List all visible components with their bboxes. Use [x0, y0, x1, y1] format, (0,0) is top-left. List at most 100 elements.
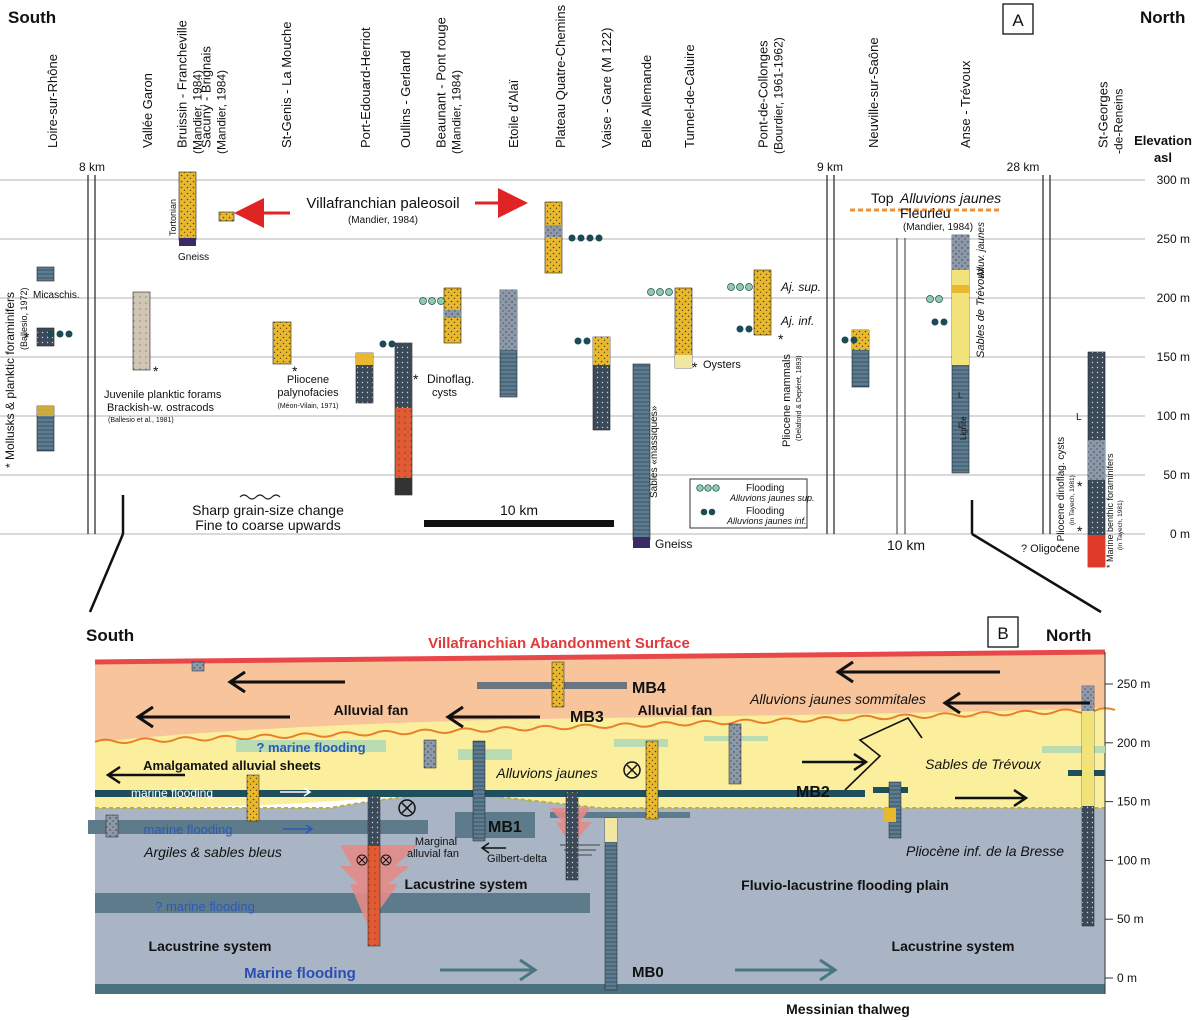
top-aj-label-a: Top [871, 190, 894, 206]
juvenile-label: Juvenile planktic forams [104, 389, 222, 401]
locality-pont-collonges-ref: (Bourdier, 1961-1962) [772, 37, 786, 154]
legend-flood-sup-icon [696, 484, 704, 492]
logb-6 [472, 740, 486, 842]
flood-dot-icon [65, 330, 73, 338]
locality-vallee-garon: Vallée Garon [140, 73, 155, 148]
aj-sup-label: Aj. sup. [780, 280, 821, 294]
gap-8km-label: 8 km [79, 160, 105, 174]
marginal-label-2: alluvial fan [407, 848, 459, 860]
alluvial-fan-label-2: Alluvial fan [638, 702, 713, 718]
marine-flooding-label-1: marine flooding [131, 786, 213, 800]
gilbert-label: Gilbert-delta [487, 853, 548, 865]
gap-28km-label: 28 km [1007, 160, 1040, 174]
log-etoile-alai-top [500, 290, 517, 350]
arrow-right-teal-icon [735, 958, 838, 982]
marginal-label-1: Marginal [415, 836, 457, 848]
marine-benthic-label: * Marine benthic foraminifers [1105, 453, 1115, 568]
logb-2 [551, 661, 565, 708]
flood-dot-icon [727, 283, 735, 291]
logb-8 [604, 817, 618, 991]
logb-7 [565, 791, 579, 881]
flood-dot-icon [736, 325, 744, 333]
gneiss2-label: Gneiss [655, 537, 692, 551]
paleosoil-ref: (Mandier, 1984) [348, 215, 418, 226]
arrow-right-icon [802, 752, 869, 772]
asterisk-icon: * [153, 363, 159, 379]
panel-a-north: North [1140, 8, 1185, 27]
logb-11 [105, 814, 119, 838]
arrow-left-icon [105, 765, 185, 785]
flood-dot-icon [583, 337, 591, 345]
gap-9km: 9 km [817, 160, 843, 534]
messinian-label: Messinian thalweg [786, 1001, 910, 1017]
flood-dot-icon [47, 330, 55, 338]
flood-dot-icon [379, 340, 387, 348]
locality-st-genis: St-Genis - La Mouche [279, 22, 294, 148]
marine-flooding-label-2: marine flooding [144, 822, 233, 837]
aj-sommitales-label: Alluvions jaunes sommitales [749, 691, 926, 707]
abandonment-surface-title: Villafranchian Abandonment Surface [428, 635, 690, 652]
arrow-left-icon [942, 691, 1090, 715]
flow-arrows [105, 660, 1090, 854]
locality-vaise: Vaise - Gare (M 122) [599, 28, 614, 148]
gilbert-delta-hatch [560, 844, 600, 856]
log-pont-collonges [753, 269, 772, 336]
asterisk-icon: * [1077, 523, 1083, 539]
l-label-1: L [958, 391, 963, 400]
flood-dot-icon [574, 337, 582, 345]
q-marine-bar-1 [236, 740, 386, 752]
argiles-label: Argiles & sables bleus [143, 844, 282, 860]
dinoflag-label-b: cysts [432, 387, 458, 399]
flood-dot-icon [568, 234, 576, 242]
arrow-left-icon [835, 660, 1000, 684]
alluvions-jaunes-label: Alluvions jaunes [495, 765, 597, 781]
logb-8-top [605, 818, 617, 842]
logb-10 [728, 723, 742, 785]
legend-flood-sup-1: Flooding [746, 483, 784, 494]
tayech2-label: (in Tayech, 1981) [1117, 500, 1124, 550]
flood-dot-icon [595, 234, 603, 242]
legend-flood-inf-icon [708, 508, 716, 516]
logb-12b [884, 808, 896, 822]
connector-north [971, 532, 1102, 614]
asterisk-icon: * [692, 359, 698, 375]
log-anse-top [952, 235, 969, 270]
panel-a-letter-box [1002, 3, 1034, 35]
panel-b-north: North [1046, 626, 1091, 645]
log-neuville-top [852, 330, 869, 350]
log-st-georges-base [1088, 535, 1105, 567]
log-vallee-garon [132, 291, 151, 371]
mb0-label: MB0 [632, 964, 664, 981]
sharp-label-2: Fine to coarse upwards [195, 517, 341, 533]
mb1-bar-2 [550, 812, 690, 818]
locality-st-georges-ref: -de-Reneins [1112, 89, 1126, 154]
log-port-edouard-top [356, 353, 373, 365]
abandonment-surface-line [94, 649, 1106, 665]
elevation-title-2: asl [1154, 150, 1172, 165]
panel-a-letter: A [1012, 11, 1024, 30]
logb-4-top [368, 796, 380, 846]
logb-1 [191, 661, 205, 672]
log-oullins-top [395, 343, 412, 408]
flood-dot-icon [647, 288, 655, 296]
arrow-right-icon [955, 788, 1029, 808]
mb3-bar [614, 739, 668, 747]
gneiss-label: Gneiss [178, 252, 209, 263]
asterisks: * * * * * * * * [24, 329, 1083, 539]
legend-flood-inf-2: Alluvions jaunes inf. [726, 516, 807, 526]
q-marine-flooding-label-1: ? marine flooding [256, 740, 365, 755]
elevation-title-1: Elevation [1134, 133, 1192, 148]
lacustrine-zone [95, 793, 1105, 990]
fleurieu-label: Fleurieu [900, 205, 951, 221]
elevation-tick-a: 300 m [1157, 173, 1190, 187]
elevation-tick-a: 50 m [1163, 468, 1190, 482]
white-arrow [280, 787, 312, 797]
elevation-tick-a: 200 m [1157, 291, 1190, 305]
log-st-georges-mid [1088, 440, 1105, 480]
flood-dot-icon [736, 283, 744, 291]
log-vaise-top [593, 337, 610, 365]
tortonian-label: Tortonian [168, 199, 178, 236]
pliocene-bresse-label: Pliocène inf. de la Bresse [906, 843, 1064, 859]
